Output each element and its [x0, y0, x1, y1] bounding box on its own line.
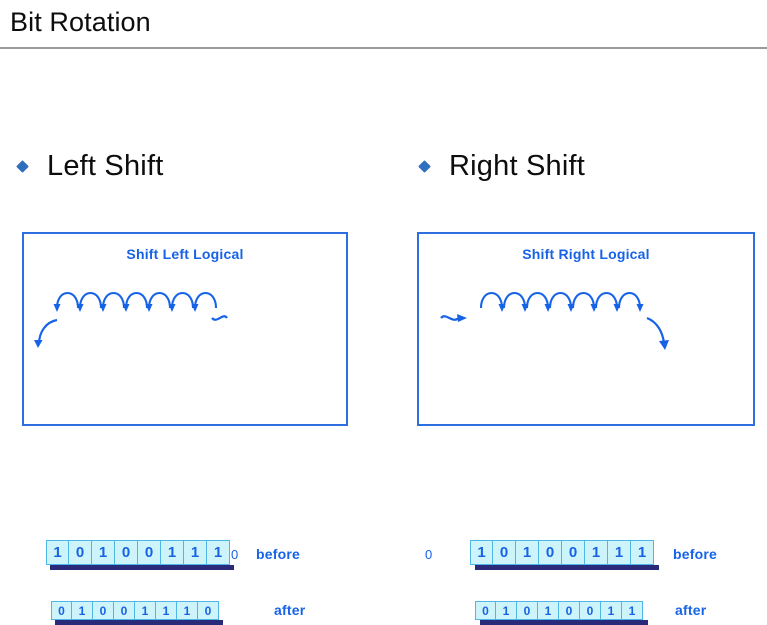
- bit-cell: 0: [559, 601, 580, 620]
- bit-cell: 0: [493, 540, 516, 565]
- bit-cell: 1: [72, 601, 93, 620]
- bit-cell: 1: [161, 540, 184, 565]
- bit-cell: 1: [177, 601, 198, 620]
- figure-title-shift-left-logical: Shift Left Logical: [126, 246, 244, 262]
- bit-cell: 1: [156, 601, 177, 620]
- bit-cell: 1: [601, 601, 622, 620]
- bit-cell: 1: [207, 540, 230, 565]
- shift-right-arrow-layer: [440, 291, 669, 350]
- bit-cell: 0: [539, 540, 562, 565]
- bit-cell: 1: [622, 601, 643, 620]
- figure-shift-right-logical: Shift Right Logical 1 0: [417, 232, 755, 625]
- bullet-label-right-shift: Right Shift: [449, 150, 585, 182]
- bit-cell: 0: [93, 601, 114, 620]
- bit-cell: 1: [135, 601, 156, 620]
- bit-cell: 0: [115, 540, 138, 565]
- bit-cell: 1: [585, 540, 608, 565]
- bit-cell: 1: [184, 540, 207, 565]
- register-before-left: 1 0 1 0 0 1 1 1: [46, 540, 234, 570]
- page-title: Bit Rotation: [10, 7, 151, 37]
- bit-cell: 1: [608, 540, 631, 565]
- bit-cell: 0: [562, 540, 585, 565]
- bit-cell: 0: [114, 601, 135, 620]
- bit-cell: 1: [46, 540, 69, 565]
- figure-title-shift-right-logical: Shift Right Logical: [522, 246, 650, 262]
- carry-in-zero-left: 0: [231, 547, 239, 562]
- bit-cell: 0: [580, 601, 601, 620]
- label-before-left: before: [256, 546, 300, 562]
- bit-cell: 0: [69, 540, 92, 565]
- bullet-item-left-shift: Left Shift: [16, 150, 164, 183]
- bit-cell: 0: [517, 601, 538, 620]
- shift-left-arrow-layer: [34, 291, 228, 348]
- bullet-item-right-shift: Right Shift: [418, 150, 585, 183]
- diamond-bullet-icon: [16, 160, 29, 173]
- title-divider: [0, 47, 767, 49]
- bit-cell: 1: [516, 540, 539, 565]
- register-after-right: 0 1 0 1 0 0 1 1: [475, 601, 648, 625]
- label-before-right: before: [673, 546, 717, 562]
- bullet-label-left-shift: Left Shift: [47, 150, 164, 182]
- bit-cell: 1: [538, 601, 559, 620]
- bit-cell: 0: [198, 601, 219, 620]
- bit-cell: 1: [92, 540, 115, 565]
- register-before-right: 1 0 1 0 0 1 1 1: [470, 540, 659, 570]
- bit-cell: 1: [631, 540, 654, 565]
- figure-shift-left-logical: Shift Left Logical 1 0: [22, 232, 348, 625]
- label-after-left: after: [274, 602, 306, 618]
- bit-cell: 1: [470, 540, 493, 565]
- bit-cell: 1: [496, 601, 517, 620]
- label-after-right: after: [675, 602, 707, 618]
- register-after-left: 0 1 0 0 1 1 1 0: [51, 601, 223, 625]
- diamond-bullet-icon: [418, 160, 431, 173]
- carry-in-zero-right: 0: [425, 547, 433, 562]
- bit-cell: 0: [51, 601, 72, 620]
- bit-cell: 0: [475, 601, 496, 620]
- bit-cell: 0: [138, 540, 161, 565]
